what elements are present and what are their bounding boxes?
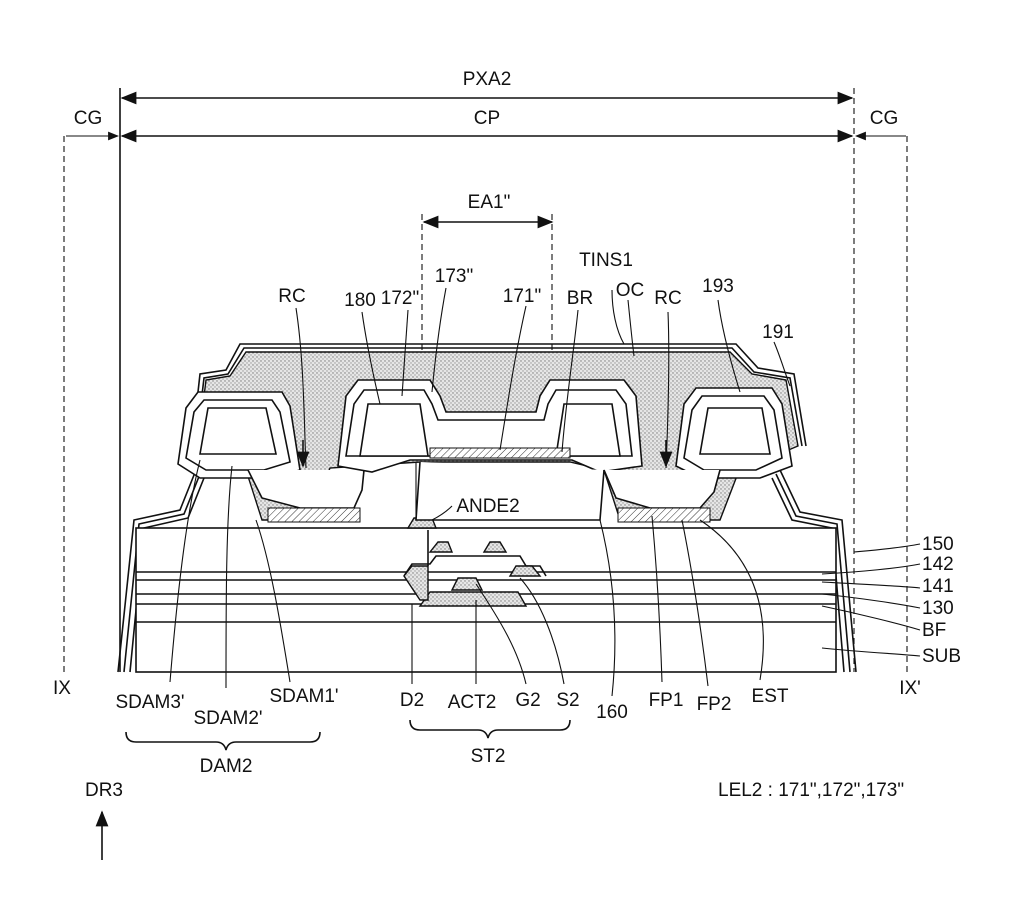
fp-pad-left (268, 508, 360, 522)
label-171: 171" (503, 286, 541, 307)
label-g2: G2 (515, 690, 540, 711)
dimension-cp: CP (122, 108, 852, 136)
label-173: 173" (435, 266, 473, 287)
label-dam2: DAM2 (200, 756, 253, 777)
gate-g2 (452, 578, 482, 590)
label-oc: OC (616, 280, 645, 301)
label-fp2: FP2 (697, 694, 732, 715)
label-cg-left: CG (74, 108, 103, 129)
label-142: 142 (922, 554, 954, 575)
dimension-pxa2: PXA2 (122, 69, 852, 98)
label-s2: S2 (556, 690, 579, 711)
label-rc-right: RC (654, 288, 681, 309)
label-ea1: EA1" (468, 192, 511, 213)
label-sdam2: SDAM2' (193, 708, 262, 729)
label-141: 141 (922, 576, 954, 597)
label-dr3: DR3 (85, 780, 123, 801)
brace-st2 (410, 720, 570, 738)
label-191: 191 (762, 322, 794, 343)
dimension-cg-left: CG (66, 108, 118, 136)
dimension-cg-right: CG (856, 108, 906, 136)
label-rc-left: RC (278, 286, 305, 307)
legend-lel2: LEL2 : 171",172",173" (718, 780, 904, 801)
label-pxa2: PXA2 (463, 69, 512, 90)
label-193: 193 (702, 276, 734, 297)
label-160: 160 (596, 702, 628, 723)
label-cg-right: CG (870, 108, 899, 129)
label-st2: ST2 (471, 746, 506, 767)
label-est: EST (752, 686, 789, 707)
label-ix-right: IX' (899, 678, 921, 699)
label-bf: BF (922, 620, 946, 641)
label-180: 180 (344, 290, 376, 311)
fp-pad-right (618, 508, 710, 522)
label-ix-left: IX (53, 678, 71, 699)
label-sdam3: SDAM3' (115, 692, 184, 713)
active-layer-act2 (420, 592, 526, 606)
label-ande2: ANDE2 (456, 496, 519, 517)
label-cp: CP (474, 108, 500, 129)
label-br: BR (567, 288, 593, 309)
sdam1-block (200, 408, 276, 454)
brace-dam2 (126, 732, 320, 750)
label-sub: SUB (922, 646, 961, 667)
label-tins1: TINS1 (579, 250, 633, 271)
label-130: 130 (922, 598, 954, 619)
pixel-block-180 (360, 404, 428, 456)
block-193 (700, 408, 770, 454)
label-d2: D2 (400, 690, 424, 711)
label-150: 150 (922, 534, 954, 555)
label-fp1: FP1 (649, 690, 684, 711)
label-172: 172" (381, 288, 419, 309)
label-sdam1: SDAM1' (269, 686, 338, 707)
label-act2: ACT2 (448, 692, 497, 713)
